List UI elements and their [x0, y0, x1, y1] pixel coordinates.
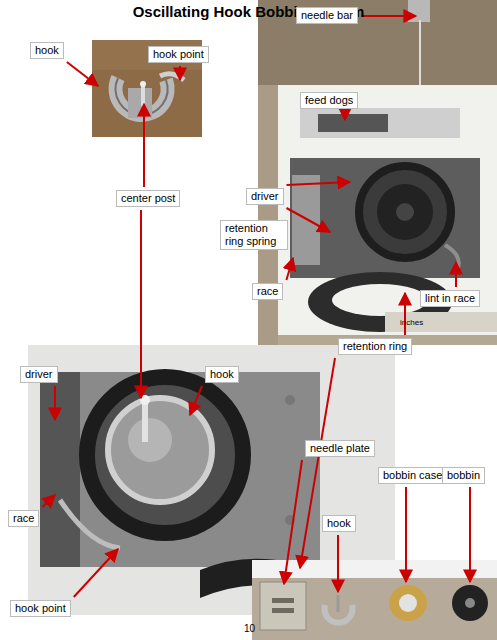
leader-arrow — [287, 182, 350, 185]
parts-photo — [252, 560, 497, 640]
leader-arrow — [286, 258, 293, 280]
printed-text: inches — [400, 316, 423, 329]
leader-arrow — [67, 62, 98, 86]
diagram-title: Oscillating Hook Bobbin System — [0, 3, 497, 20]
printed-text: 10 — [244, 622, 255, 635]
leader-arrow — [300, 358, 335, 568]
leader-arrow — [287, 208, 330, 232]
part-label: needle bar — [296, 7, 358, 24]
part-label: hook — [205, 366, 239, 383]
part-label: hook point — [148, 46, 209, 63]
part-label: needle plate — [305, 440, 375, 457]
part-label: race — [8, 510, 39, 527]
leader-arrow — [405, 487, 407, 582]
leader-arrow — [179, 66, 181, 80]
part-label: hook — [30, 42, 64, 59]
part-label: driver — [246, 188, 284, 205]
leader-arrow — [361, 15, 416, 17]
part-label: bobbin case — [378, 467, 447, 484]
leader-arrow — [337, 535, 339, 592]
leader-arrow — [284, 460, 302, 584]
part-label: feed dogs — [300, 92, 358, 109]
machine-photo — [258, 0, 497, 345]
part-label: hook — [322, 515, 356, 532]
part-label: race — [252, 283, 283, 300]
leader-arrow — [74, 549, 118, 597]
part-label: retention ring spring — [220, 220, 288, 250]
part-label: bobbin — [442, 467, 485, 484]
leader-arrow — [140, 210, 142, 398]
part-label: retention ring — [338, 338, 412, 355]
part-label: center post — [116, 190, 180, 207]
leader-arrow — [344, 112, 346, 120]
leader-arrow — [404, 293, 406, 335]
leader-arrow — [42, 495, 55, 507]
part-label: hook point — [10, 600, 71, 617]
leader-arrow — [469, 487, 471, 582]
leader-arrow — [190, 386, 202, 415]
part-label: lint in race — [420, 290, 480, 307]
part-label: driver — [20, 366, 58, 383]
leader-arrow — [455, 262, 457, 287]
leader-arrow — [54, 386, 56, 420]
leader-arrow — [143, 104, 145, 187]
